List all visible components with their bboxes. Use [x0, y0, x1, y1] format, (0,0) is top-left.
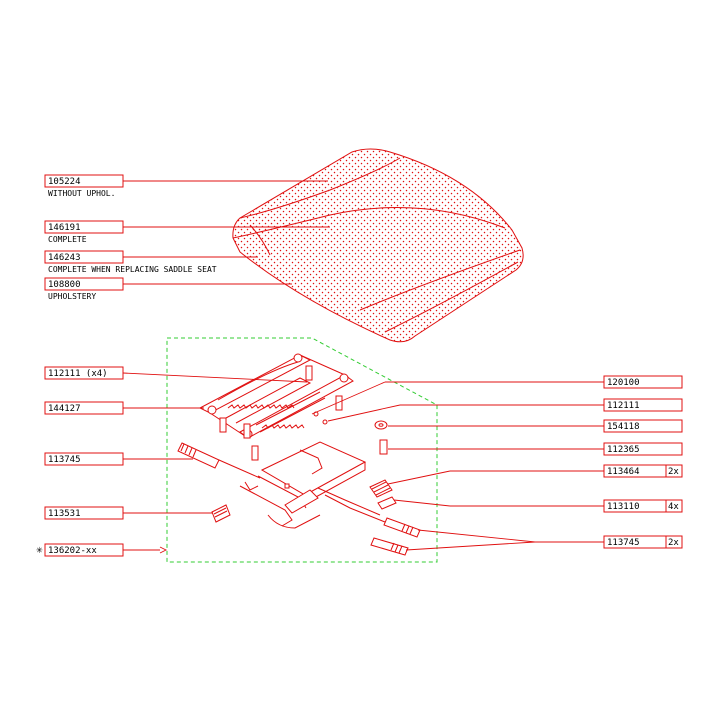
- seat-cushion: [232, 148, 524, 343]
- label-113464[interactable]: 113464 2x: [387, 464, 683, 485]
- label-112111-right[interactable]: 112111: [327, 398, 683, 422]
- label-144127[interactable]: 144127: [44, 401, 204, 415]
- part-code: 112111 (x4): [48, 369, 108, 379]
- mechanism-boundary: [166, 337, 438, 563]
- seat-front-seam: [232, 206, 506, 239]
- washer-154118: [374, 420, 388, 430]
- part-qty: 4x: [668, 502, 679, 512]
- part-desc: COMPLETE WHEN REPLACING SADDLE SEAT: [48, 265, 217, 274]
- label-113531[interactable]: 113531: [44, 506, 213, 520]
- part-code: 146191: [48, 223, 81, 233]
- block-113464: [369, 479, 393, 498]
- seat-top-seam: [239, 157, 401, 219]
- bushing-113110: [377, 496, 397, 510]
- label-146191[interactable]: 146191 COMPLETE: [44, 220, 330, 244]
- part-code: 154118: [607, 422, 640, 432]
- label-112365[interactable]: 112365: [388, 442, 683, 456]
- label-113745-right[interactable]: 113745 2x: [405, 529, 683, 551]
- screws-112111: [219, 365, 388, 461]
- part-code: 136202-xx: [48, 546, 97, 556]
- part-code: 105224: [48, 177, 81, 187]
- label-146243[interactable]: 146243 COMPLETE WHEN REPLACING SADDLE SE…: [44, 250, 258, 274]
- part-code: 113464: [607, 467, 640, 477]
- seat-cushion-outline: [232, 148, 524, 343]
- part-code: 144127: [48, 404, 81, 414]
- label-136202-xx[interactable]: ✳ 136202-xx: [36, 543, 168, 557]
- part-qty: 2x: [668, 467, 679, 477]
- clip-113531: [211, 504, 231, 523]
- seat-side-seam-2: [384, 261, 519, 333]
- label-113745[interactable]: 113745: [44, 452, 193, 466]
- part-code: 120100: [607, 378, 640, 388]
- label-120100[interactable]: 120100: [311, 375, 683, 415]
- label-105224[interactable]: 105224 WITHOUT UPHOL.: [44, 174, 328, 198]
- part-desc: WITHOUT UPHOL.: [48, 189, 115, 198]
- cylinders-113745-right: [370, 517, 421, 556]
- label-154118[interactable]: 154118: [388, 419, 683, 433]
- base-mechanism: [239, 441, 386, 529]
- part-qty: 2x: [668, 538, 679, 548]
- part-code: 112111: [607, 401, 640, 411]
- asterisk-marker: ✳: [36, 543, 43, 556]
- upper-frame-144127: [198, 353, 354, 439]
- part-code: 146243: [48, 253, 81, 263]
- label-113110[interactable]: 113110 4x: [393, 499, 683, 513]
- part-code: 113745: [607, 538, 640, 548]
- label-108800[interactable]: 108800 UPHOLSTERY: [44, 277, 292, 301]
- part-code: 113110: [607, 502, 640, 512]
- part-desc: UPHOLSTERY: [48, 292, 96, 301]
- part-code: 108800: [48, 280, 81, 290]
- seat-side-seam: [359, 249, 521, 311]
- part-code: 112365: [607, 445, 640, 455]
- part-code: 113531: [48, 509, 81, 519]
- cylinder-113745-left: [177, 442, 261, 479]
- part-code: 113745: [48, 455, 81, 465]
- part-desc: COMPLETE: [48, 235, 87, 244]
- label-112111-x4[interactable]: 112111 (x4): [44, 366, 308, 383]
